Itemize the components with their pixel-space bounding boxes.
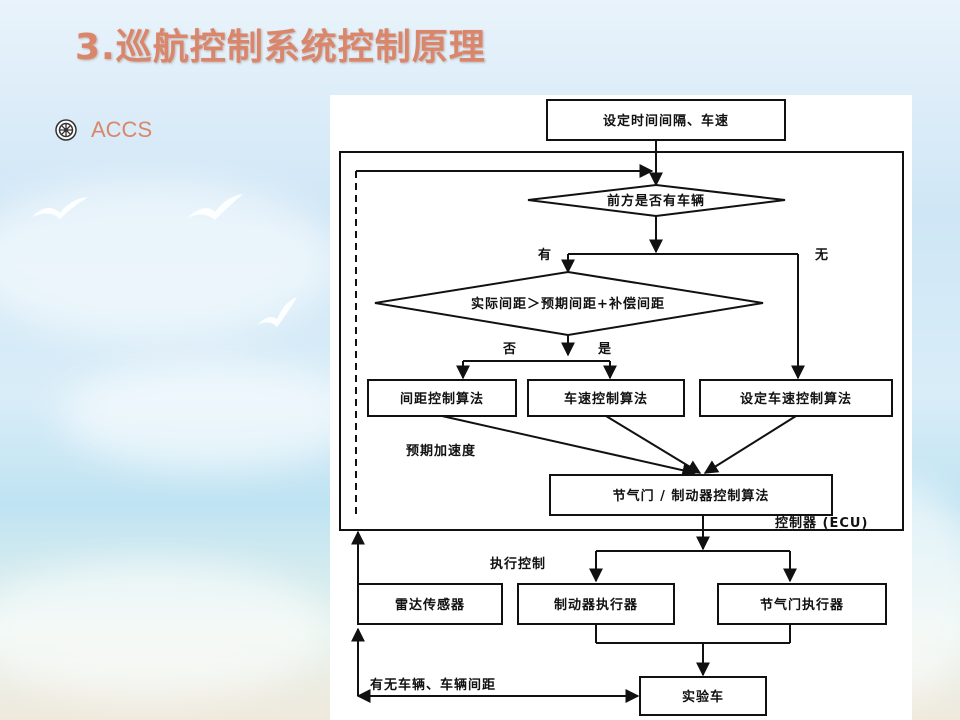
test-vehicle-label: 实验车 xyxy=(682,689,724,705)
throttle-actuator-box xyxy=(717,583,887,625)
set-interval-speed-label: 设定时间间隔、车速 xyxy=(603,113,729,129)
test-vehicle-box xyxy=(639,676,767,716)
vehicle-ahead-label: 前方是否有车辆 xyxy=(607,193,705,209)
distance-control-label: 间距控制算法 xyxy=(400,391,484,407)
background-cloud xyxy=(0,560,330,700)
exec-control-label: 执行控制 xyxy=(490,556,546,572)
throttle-brake-control-label: 节气门 / 制动器控制算法 xyxy=(613,488,770,504)
seagull-icon xyxy=(32,197,88,219)
gear-bullet-icon xyxy=(55,119,77,141)
bullet-item: ACCS xyxy=(55,117,152,143)
yes-have-label: 有 xyxy=(538,247,552,263)
speed-control-box xyxy=(527,379,685,417)
page-title: 3.巡航控制系统控制原理 xyxy=(75,27,486,68)
yes-label: 是 xyxy=(597,342,612,357)
seagull-icon xyxy=(187,194,243,220)
background-cloud xyxy=(60,360,360,470)
brake-actuator-label: 制动器执行器 xyxy=(554,597,638,613)
radar-sensor-label: 雷达传感器 xyxy=(395,597,465,613)
distance-compare-label: 实际间距＞预期间距+补偿间距 xyxy=(471,296,665,312)
arrow xyxy=(441,415,697,478)
arrow xyxy=(703,415,797,474)
arrow xyxy=(605,415,702,474)
speed-control-label: 车速控制算法 xyxy=(564,391,648,407)
controller-frame xyxy=(339,151,904,531)
set-interval-speed-box xyxy=(546,99,786,141)
brake-actuator-box xyxy=(517,583,675,625)
no-have-label: 无 xyxy=(814,248,829,263)
seagull-icon xyxy=(257,297,297,327)
distance-control-box xyxy=(367,379,517,417)
bullet-text: ACCS xyxy=(91,117,153,142)
set-speed-control-label: 设定车速控制算法 xyxy=(740,391,852,407)
controller-label: 控制器 (ECU) xyxy=(775,515,868,531)
throttle-actuator-label: 节气门执行器 xyxy=(760,597,844,613)
no-label: 否 xyxy=(502,342,517,357)
expected-accel-label: 预期加速度 xyxy=(406,443,476,459)
throttle-brake-control-box xyxy=(549,474,833,516)
acc-flowchart: 设定时间间隔、车速 前方是否有车辆 有 无 实际间距＞预期间距+补偿间距 否 是… xyxy=(330,95,912,720)
vehicle-distance-label: 有无车辆、车辆间距 xyxy=(370,677,496,693)
